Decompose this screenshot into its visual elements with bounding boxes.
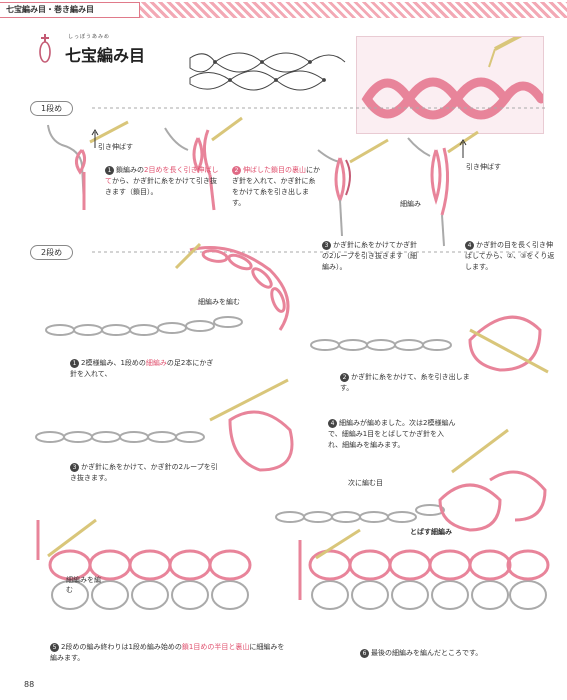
row1-step4-illustration (407, 130, 479, 247)
callout-skip-sc: とばす細編み (410, 528, 452, 536)
finished-swatch-photo (356, 36, 544, 134)
row2-step1-illustration (45, 242, 290, 336)
row1-step1-illustration (47, 120, 129, 210)
callout-sc: 細編み (400, 200, 421, 208)
header-title: 七宝編み目・巻き編み目 (6, 5, 94, 14)
page-number: 88 (24, 680, 35, 689)
callout-pull-2: 引き伸ばす (466, 163, 501, 171)
row2-step5-illustration (36, 518, 252, 610)
step-number: 4 (465, 241, 474, 250)
row2-step2-illustration (310, 315, 549, 374)
header-tab (0, 2, 140, 18)
step-number: 6 (360, 649, 369, 658)
crochet-symbol-icon (39, 34, 51, 63)
symbol-chart (189, 52, 346, 91)
step-number: 3 (322, 241, 331, 250)
row1-step3-illustration (317, 138, 389, 237)
row2-step4-illustration (275, 428, 547, 532)
header-stripe (140, 2, 567, 18)
section-ruby: しっぽうあみめ (68, 34, 111, 40)
callout-next-knit: 次に編む目 (348, 479, 383, 487)
callout-knit-sc-2: 細編みを編む (66, 576, 101, 594)
step-number: 3 (70, 463, 79, 472)
row2-step3-illustration (35, 378, 294, 472)
row1-step2-illustration (164, 116, 243, 211)
step-number: 1 (105, 166, 114, 175)
callout-pull-1: 引き伸ばす (98, 143, 133, 151)
step-number: 2 (340, 373, 349, 382)
step-number: 4 (328, 419, 337, 428)
section-title: 七宝編み目 (65, 46, 146, 65)
step-number: 2 (232, 166, 241, 175)
page-header: 七宝編み目・巻き編み目 (0, 0, 567, 20)
callout-knit-sc: 細編みを編む (198, 298, 240, 306)
step-number: 1 (70, 359, 79, 368)
step-number: 5 (50, 643, 59, 652)
row2-label: 2段め (30, 245, 74, 260)
row2-step6-illustration (298, 528, 550, 610)
row1-label: 1段め (30, 101, 74, 116)
